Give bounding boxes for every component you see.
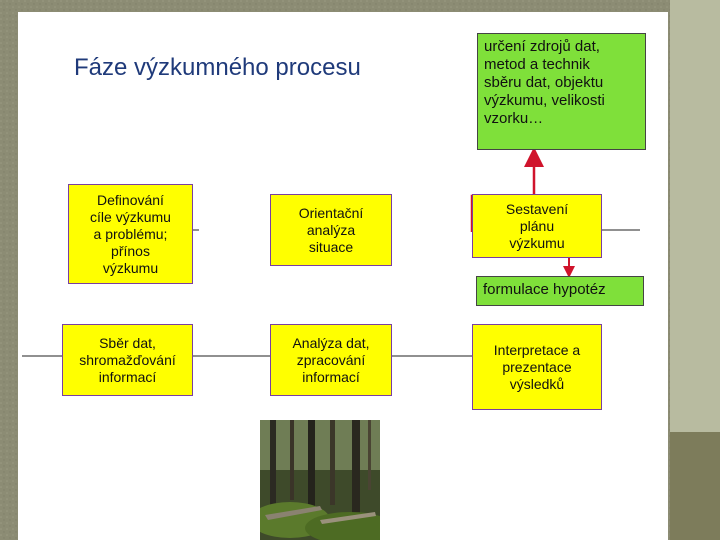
box-orientation-analysis: Orientační analýza situace [270, 194, 392, 266]
box-research-plan: Sestavení plánu výzkumu [472, 194, 602, 258]
note-hypotheses: formulace hypotéz [476, 276, 644, 306]
box-data-collection: Sběr dat, shromažďování informací [62, 324, 193, 396]
box-data-analysis: Analýza dat, zpracování informací [270, 324, 392, 396]
box-define-goal: Definování cíle výzkumu a problému; přín… [68, 184, 193, 284]
side-stripe-light [670, 0, 720, 432]
side-stripe-dark [670, 432, 720, 540]
box-interpretation: Interpretace a prezentace výsledků [472, 324, 602, 410]
forest-photo [260, 420, 380, 540]
note-data-sources: určení zdrojů dat, metod a technik sběru… [477, 33, 646, 150]
page-title: Fáze výzkumného procesu [74, 54, 361, 81]
